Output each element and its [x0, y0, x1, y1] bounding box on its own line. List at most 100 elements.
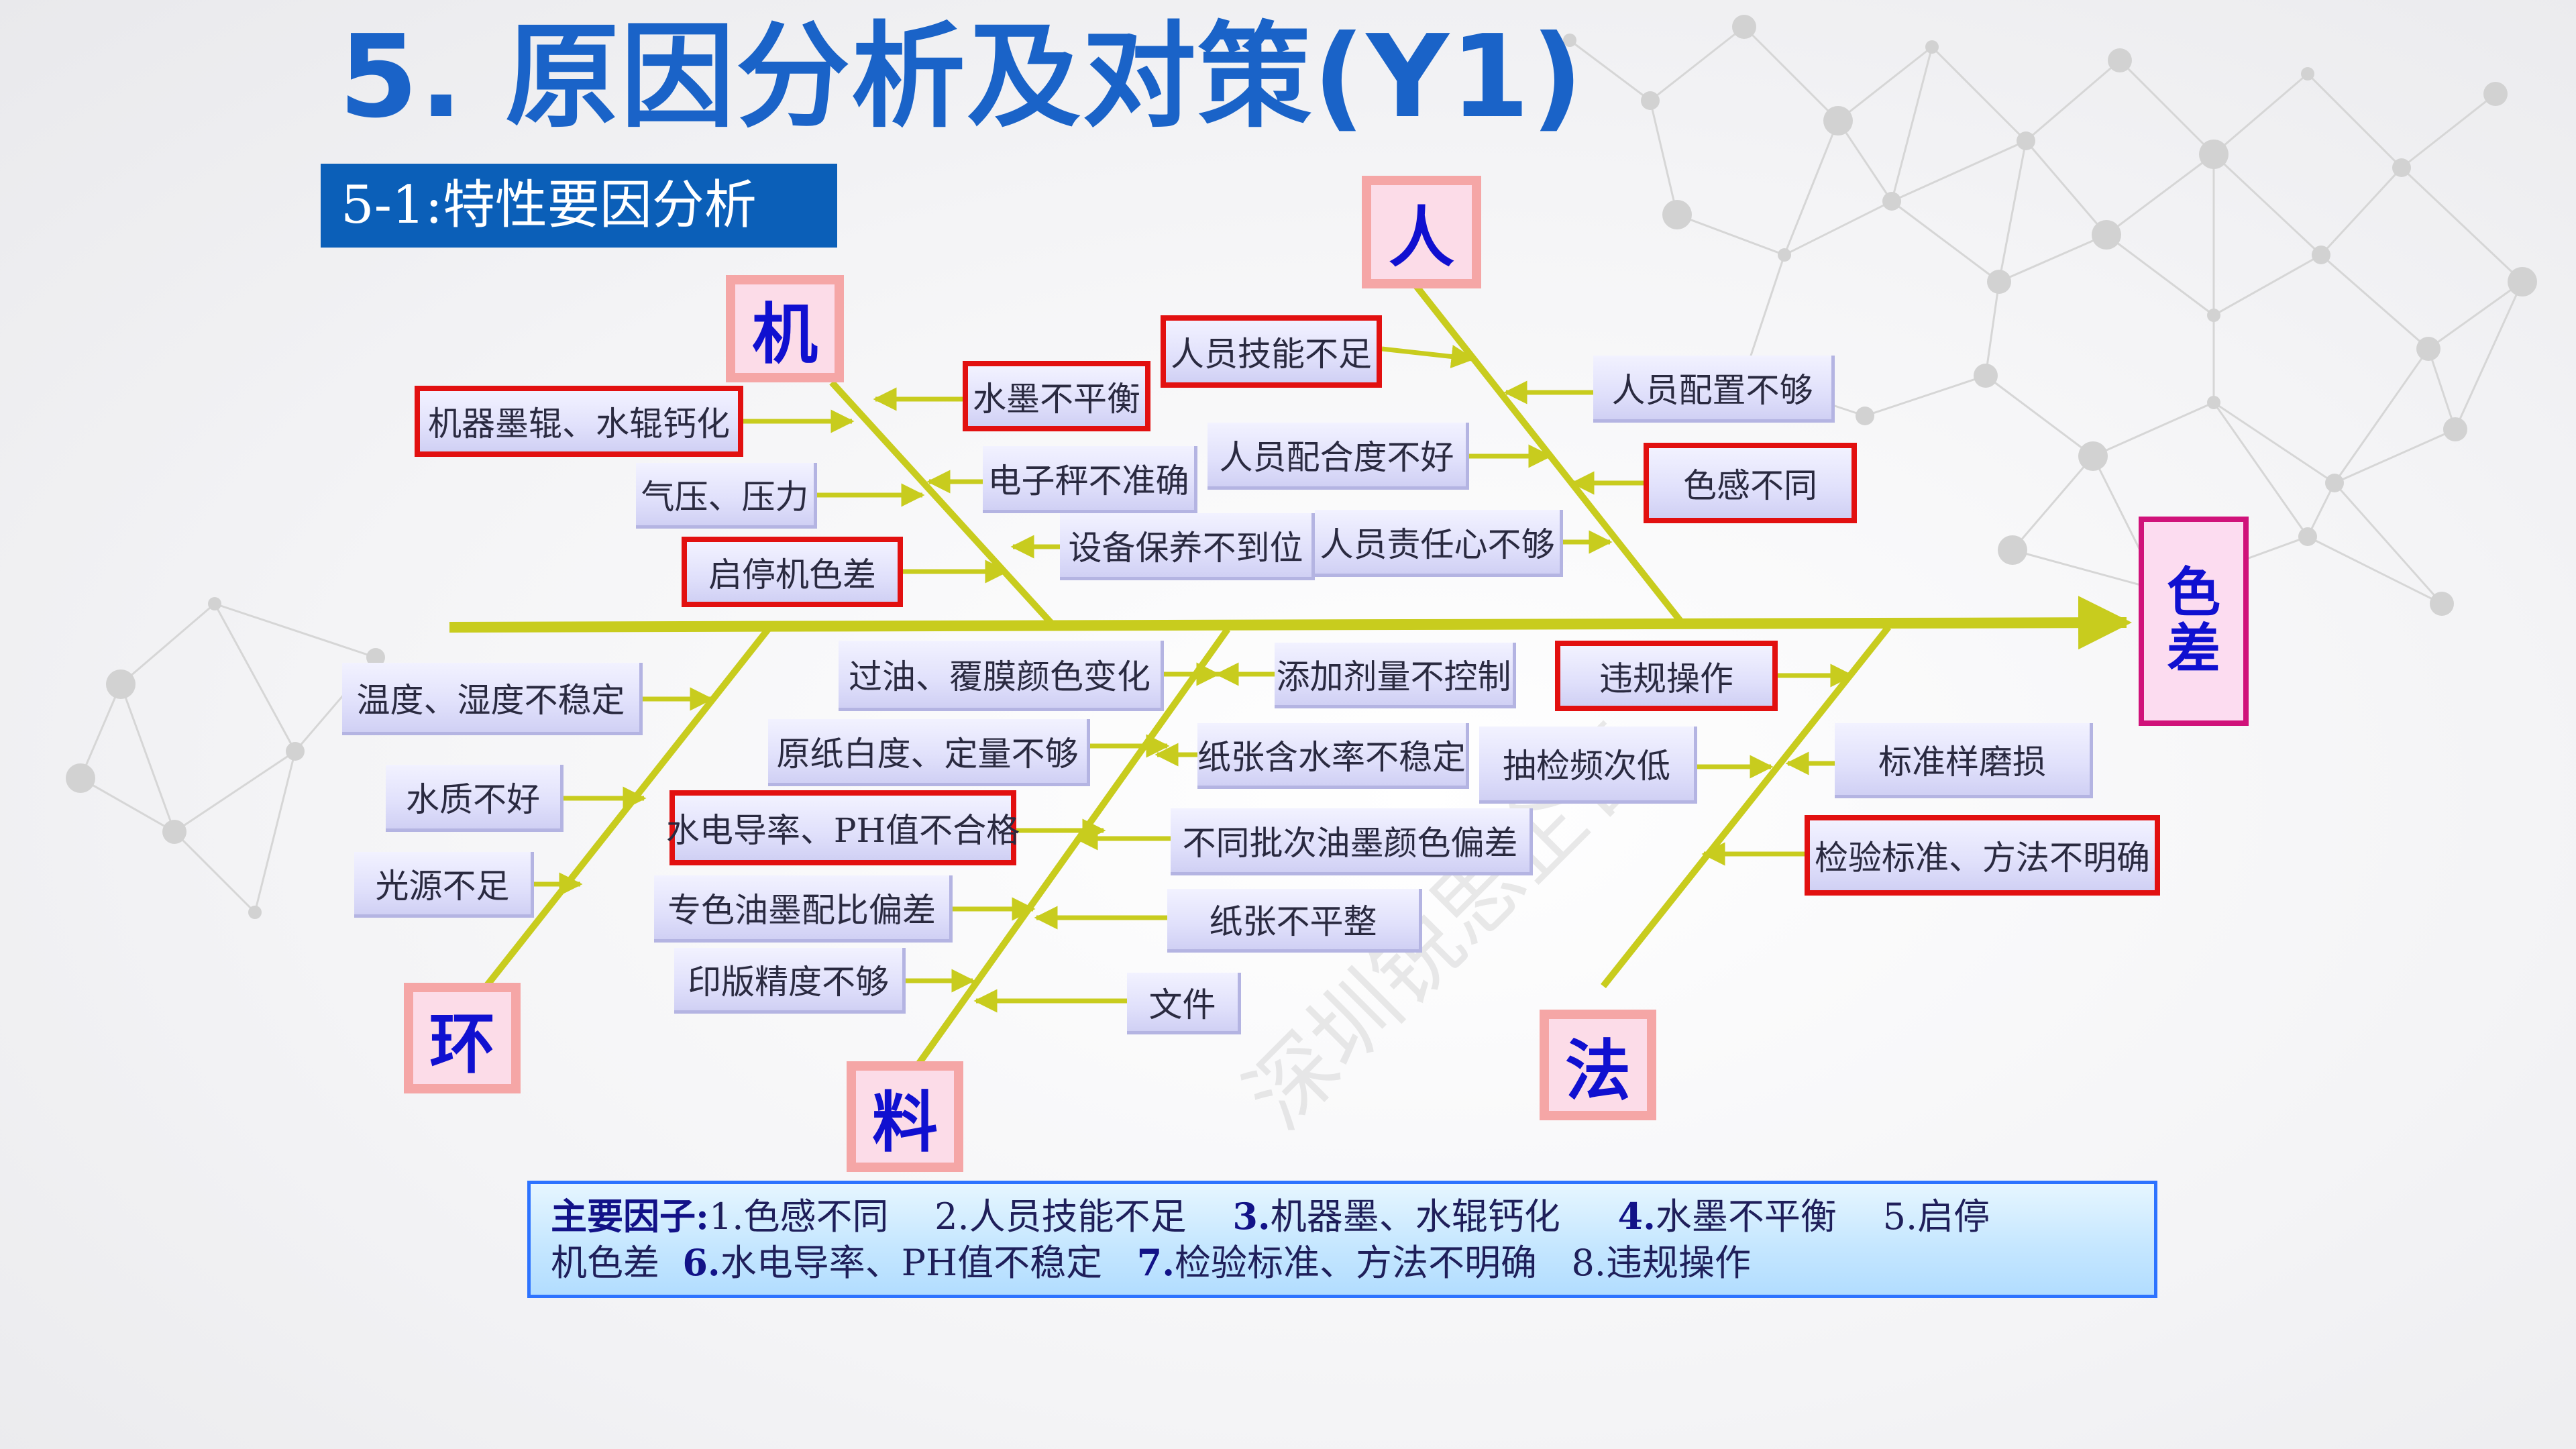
network-link [2213, 401, 2335, 484]
summary-num-6: 6. [682, 1241, 720, 1284]
summary-item-3: 机器墨、水辊钙化 [1270, 1195, 1560, 1238]
cause-method-unclear-std: 检验标准、方法不明确 [1805, 815, 2160, 896]
network-link [1784, 200, 1892, 256]
summary-item-7: 检验标准、方法不明确 [1175, 1242, 1538, 1284]
network-node [2508, 267, 2537, 297]
summary-num-2: 2. [934, 1195, 969, 1238]
key-factors-summary: 主要因子:1.色感不同 2.人员技能不足 3.机器墨、水辊钙化 4.水墨不平衡 … [527, 1181, 2157, 1298]
spine [449, 596, 2132, 650]
network-link [1569, 39, 1651, 102]
network-link [1649, 100, 1678, 215]
network-link [2320, 166, 2403, 256]
network-link [2106, 153, 2214, 236]
cause-method-violation: 违规操作 [1555, 641, 1778, 711]
network-node [2078, 441, 2108, 471]
summary-num-3: 3. [1232, 1195, 1271, 1238]
network-node [106, 669, 136, 699]
network-node [2017, 131, 2035, 150]
network-link [2212, 402, 2309, 537]
network-link [119, 684, 176, 833]
network-link [2106, 233, 2214, 317]
network-link [2213, 254, 2322, 317]
summary-num-7: 7. [1136, 1241, 1175, 1284]
network-link [1984, 281, 2000, 376]
cause-machine-maintenance: 设备保养不到位 [1060, 513, 1315, 580]
cause-method-sampling: 抽检频次低 [1479, 727, 1697, 804]
network-link [2011, 455, 2094, 551]
network-node [1823, 106, 1853, 136]
network-link [1891, 200, 2000, 283]
category-material: 料 [847, 1061, 963, 1172]
network-node [2312, 246, 2330, 264]
network-link [214, 602, 376, 659]
cause-mat-spot-ink: 专色油墨配比偏差 [654, 875, 953, 943]
network-link [1998, 233, 2107, 283]
network-node [1987, 270, 2011, 294]
network-node [1925, 40, 1939, 54]
network-node [2108, 48, 2132, 72]
network-link [1837, 46, 1933, 122]
network-link [2092, 401, 2214, 458]
network-node [2483, 82, 2508, 106]
cause-mat-conductivity: 水电导率、PH值不合格 [666, 790, 1020, 865]
network-link [1743, 25, 1839, 122]
category-environment: 环 [404, 983, 521, 1093]
network-node [2416, 337, 2440, 361]
network-node [208, 597, 221, 610]
network-node [2207, 396, 2220, 409]
network-link [1864, 374, 1986, 417]
summary-item-5b: 机色差 [551, 1242, 659, 1284]
network-node [2325, 474, 2344, 492]
network-link [1890, 46, 1933, 202]
network-link [2212, 153, 2322, 256]
cause-mat-document: 文件 [1127, 973, 1241, 1034]
network-link [120, 602, 215, 686]
cause-env-light: 光源不足 [354, 852, 534, 918]
cause-machine-water-ink: 水墨不平衡 [963, 361, 1150, 431]
summary-num-1: 1. [708, 1195, 744, 1238]
network-link [1650, 25, 1745, 102]
network-node [1882, 192, 1901, 211]
cause-mat-ink-batch: 不同批次油墨颜色偏差 [1171, 808, 1533, 875]
category-man: 人 [1362, 176, 1481, 288]
summary-num-4: 4. [1617, 1195, 1656, 1238]
cause-man-cooperation: 人员配合度不好 [1208, 423, 1469, 490]
cause-man-color-sense: 色感不同 [1644, 443, 1857, 523]
network-link [2333, 348, 2430, 484]
network-link [2428, 280, 2523, 350]
network-link [2400, 166, 2524, 283]
network-link [2401, 93, 2496, 169]
cause-man-staffing: 人员配置不够 [1593, 356, 1835, 423]
effect-box: 色差 [2139, 517, 2249, 726]
network-link [2454, 281, 2524, 430]
summary-num-5: 5. [1882, 1195, 1918, 1238]
network-node [66, 763, 95, 793]
cause-mat-plate: 印版精度不够 [674, 948, 906, 1014]
cause-env-temp-humidity: 温度、湿度不稳定 [342, 663, 643, 735]
network-link [254, 751, 297, 913]
cause-env-water: 水质不好 [386, 765, 564, 832]
network-node [1563, 34, 1576, 47]
cause-machine-air-pressure: 气压、压力 [636, 463, 817, 529]
network-node [2301, 67, 2314, 80]
summary-item-4: 水墨不平衡 [1655, 1195, 1837, 1238]
category-method: 法 [1540, 1010, 1656, 1120]
network-node [1662, 200, 1692, 229]
network-link [2427, 348, 2457, 430]
summary-item-5a: 启停 [1917, 1195, 1990, 1238]
summary-item-1: 色感不同 [743, 1195, 889, 1238]
cause-machine-scale: 电子秤不准确 [983, 446, 1197, 513]
network-link [1985, 374, 2094, 458]
network-link [2213, 72, 2308, 156]
network-node [2443, 417, 2467, 441]
network-node [1974, 364, 1998, 388]
cause-arrows [533, 345, 1854, 1013]
network-node [2092, 220, 2121, 250]
network-link [80, 777, 175, 833]
network-link [173, 830, 256, 914]
network-link [2307, 535, 2443, 605]
cause-mat-varnish: 过油、覆膜颜色变化 [839, 641, 1164, 711]
network-link [2306, 482, 2336, 537]
